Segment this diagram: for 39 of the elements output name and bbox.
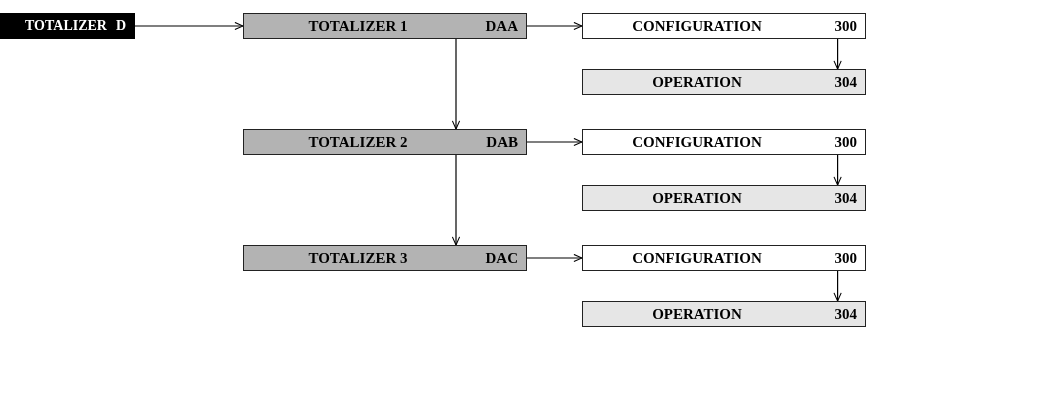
arrow bbox=[833, 270, 842, 302]
menu-label: OPERATION bbox=[652, 73, 742, 91]
operation-box bbox=[582, 69, 866, 95]
menu-label: OPERATION bbox=[652, 305, 742, 323]
menu-code: D bbox=[115, 17, 126, 35]
menu-label: OPERATION bbox=[652, 189, 742, 207]
menu-code: 304 bbox=[834, 189, 857, 207]
menu-label: CONFIGURATION bbox=[632, 133, 762, 151]
config-box bbox=[582, 245, 866, 271]
arrow bbox=[526, 137, 583, 147]
menu-label: TOTALIZER 1 bbox=[308, 17, 408, 35]
function-box bbox=[243, 129, 527, 155]
arrow bbox=[833, 38, 842, 70]
operation-box bbox=[582, 185, 866, 211]
menu-code: 300 bbox=[834, 133, 857, 151]
menu-code: 304 bbox=[834, 73, 857, 91]
config-box bbox=[582, 13, 866, 39]
function-box bbox=[243, 245, 527, 271]
menu-code: 300 bbox=[834, 249, 857, 267]
arrow bbox=[134, 21, 244, 31]
menu-code: 304 bbox=[834, 305, 857, 323]
menu-code: DAB bbox=[486, 133, 518, 151]
menu-code: DAA bbox=[485, 17, 518, 35]
title-bar bbox=[0, 13, 135, 39]
function-box bbox=[243, 13, 527, 39]
config-box bbox=[582, 129, 866, 155]
menu-label: TOTALIZER 3 bbox=[308, 249, 408, 267]
menu-label: TOTALIZER bbox=[25, 17, 107, 35]
menu-label: CONFIGURATION bbox=[632, 17, 762, 35]
arrow bbox=[451, 154, 461, 246]
arrow bbox=[451, 38, 461, 130]
operation-box bbox=[582, 301, 866, 327]
arrow bbox=[833, 154, 842, 186]
menu-label: CONFIGURATION bbox=[632, 249, 762, 267]
menu-code: 300 bbox=[834, 17, 857, 35]
arrow bbox=[526, 253, 583, 263]
arrow bbox=[526, 21, 583, 31]
menu-code: DAC bbox=[485, 249, 518, 267]
menu-label: TOTALIZER 2 bbox=[308, 133, 408, 151]
